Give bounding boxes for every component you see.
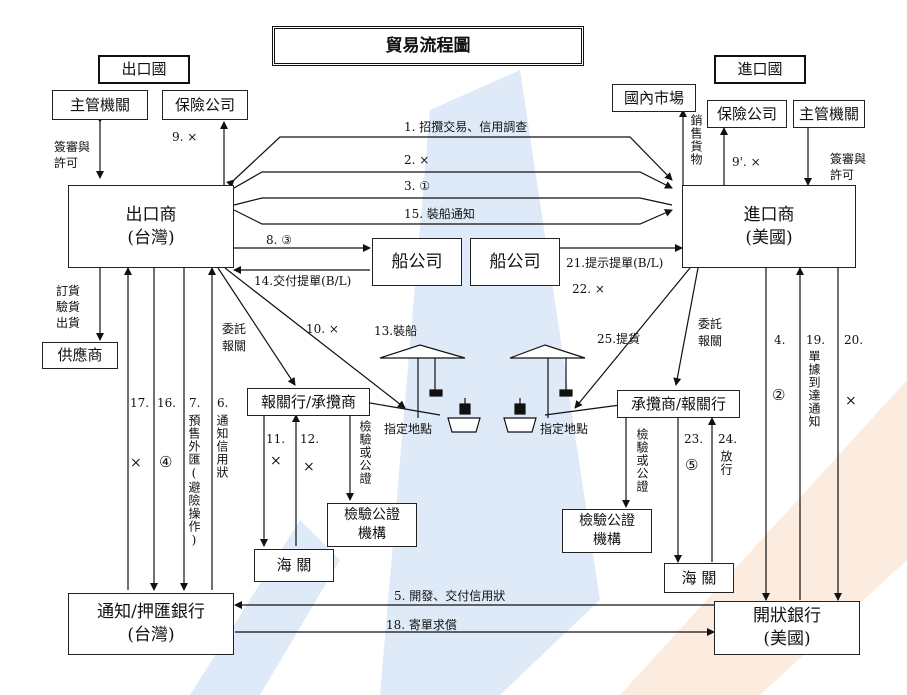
order-label-3: 出貨 — [56, 316, 81, 330]
step-9-label: 9. × — [172, 130, 198, 144]
step-3-label: 3. ① — [404, 179, 431, 193]
exp-permit-label: 許可 — [54, 156, 79, 170]
step-24-label: 24. — [718, 432, 738, 446]
entrust2-label-1: 委託 — [698, 317, 723, 331]
step-6-label: 6. — [217, 396, 229, 410]
imp-broker-box: 承攬商/報關行 — [617, 390, 740, 418]
step-7-label: 7. — [189, 396, 201, 410]
entrust-label-1: 委託 — [222, 322, 247, 336]
step-20-label: 20. — [844, 333, 864, 347]
step-2-label: 2. × — [404, 153, 430, 167]
exp-inspection-l2: 機構 — [358, 526, 386, 542]
imp-inspection-l2: 機構 — [593, 532, 621, 548]
step-13-label: 13.裝船 — [374, 324, 418, 338]
exporter-box: 出口商 (台灣) — [68, 185, 234, 268]
domestic-market-box: 國內市場 — [612, 84, 696, 112]
chart-title: 貿易流程圖 — [272, 26, 584, 66]
step-6-text: 通知信用狀 — [215, 414, 229, 479]
issuing-bank-country: (美國) — [763, 629, 811, 649]
step-5-label: 5. 開發、交付信用狀 — [394, 589, 506, 603]
imp-inspect-text: 檢驗或公證 — [635, 428, 649, 493]
ship-company-1-box: 船公司 — [372, 238, 462, 286]
entrust-label-2: 報關 — [222, 339, 247, 353]
step-20-mark: × — [845, 393, 857, 409]
step-10-label: 10. × — [306, 322, 339, 336]
step-19-label: 19. — [806, 333, 826, 347]
step-4-label: 4. — [774, 333, 786, 347]
right-crane-ship — [503, 344, 586, 433]
exp-inspect-text: 檢驗或公證 — [358, 420, 372, 485]
step-15-label: 15. 裝船通知 — [404, 207, 475, 221]
step-17-label: 17. — [130, 396, 150, 410]
importer-name: 進口商 — [743, 204, 795, 225]
sell-goods-text: 銷售貨物 — [689, 114, 703, 166]
step-8-label: 8. ③ — [266, 233, 293, 247]
entrust2-label-2: 報關 — [698, 334, 723, 348]
step-4-mark: ② — [772, 386, 786, 404]
right-port-label: 指定地點 — [540, 422, 589, 436]
step-7-text: 預售外匯(避險操作) — [187, 414, 201, 548]
step-24-text: 放行 — [719, 450, 733, 476]
step-12-label: 12. — [300, 432, 320, 446]
step-11-label: 11. — [266, 432, 286, 446]
imp-permit-label: 許可 — [830, 168, 855, 182]
left-port-label: 指定地點 — [384, 422, 433, 436]
step-25-label: 25.提貨 — [597, 332, 641, 346]
advising-bank-box: 通知/押匯銀行 (台灣) — [68, 593, 234, 655]
imp-review-label: 簽審與 — [830, 152, 867, 166]
advising-bank-name: 通知/押匯銀行 — [97, 602, 205, 623]
supplier-box: 供應商 — [42, 342, 118, 369]
exp-customs-box: 海 關 — [254, 549, 334, 582]
exp-inspection-box: 檢驗公證 機構 — [327, 503, 417, 547]
exp-review-label: 簽審與 — [54, 140, 91, 154]
exporter-name: 出口商 — [125, 204, 177, 225]
imp-inspection-l1: 檢驗公證 — [579, 513, 635, 530]
order-label-2: 驗貨 — [56, 300, 81, 314]
export-country-header: 出口國 — [98, 55, 190, 84]
exp-insurance-box: 保險公司 — [162, 90, 248, 120]
imp-authority-box: 主管機關 — [793, 100, 865, 128]
issuing-bank-box: 開狀銀行 (美國) — [714, 601, 860, 655]
step-23-mark: ⑤ — [685, 456, 699, 474]
exp-broker-box: 報關行/承攬商 — [247, 388, 370, 416]
step-14-label: 14.交付提單(B/L) — [254, 274, 352, 288]
order-label-1: 訂貨 — [56, 284, 81, 298]
step-17-mark: × — [130, 455, 142, 471]
step-11-mark: × — [270, 453, 282, 469]
advising-bank-country: (台灣) — [127, 625, 175, 645]
step-23-label: 23. — [684, 432, 704, 446]
step-1-label: 1. 招攬交易、信用調查 — [404, 120, 528, 134]
importer-country: (美國) — [745, 227, 793, 248]
imp-customs-box: 海 關 — [664, 563, 734, 593]
exporter-country: (台灣) — [127, 227, 175, 248]
imp-insurance-box: 保險公司 — [707, 100, 787, 128]
imp-inspection-box: 檢驗公證 機構 — [562, 509, 652, 553]
step-16-label: 16. — [157, 396, 177, 410]
importer-box: 進口商 (美國) — [682, 185, 856, 268]
step-21-label: 21.提示提單(B/L) — [566, 256, 664, 270]
step-22-label: 22. × — [572, 282, 605, 296]
step-19-text: 單據到達通知 — [807, 350, 821, 428]
step-18-label: 18. 寄單求償 — [386, 618, 457, 632]
import-country-header: 進口國 — [714, 55, 806, 84]
step-16-mark: ④ — [159, 453, 173, 471]
exp-authority-box: 主管機關 — [52, 90, 148, 120]
issuing-bank-name: 開狀銀行 — [753, 606, 821, 627]
exp-inspection-l1: 檢驗公證 — [344, 507, 400, 524]
step-12-mark: × — [303, 459, 315, 475]
left-crane-ship — [379, 344, 481, 433]
ship-company-2-box: 船公司 — [470, 238, 560, 286]
step-9p-label: 9'. × — [732, 155, 761, 169]
